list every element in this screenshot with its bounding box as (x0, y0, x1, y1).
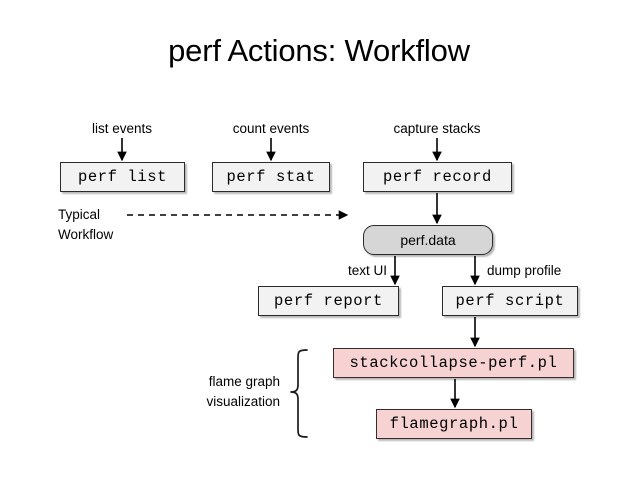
label-list-events: list events (91, 121, 153, 136)
node-perf-data[interactable]: perf.data (363, 225, 493, 255)
page-title: perf Actions: Workflow (168, 33, 470, 68)
node-stackcollapse-perf-pl[interactable]: stackcollapse-perf.pl (333, 348, 574, 378)
node-perf-report[interactable]: perf report (258, 286, 399, 316)
label-dump-profile: dump profile (487, 263, 562, 278)
label-flame-graph-line1: flame graph (208, 374, 280, 389)
label-flame-graph-line2: visualization (206, 394, 280, 409)
label-typical-workflow-line2: Workflow (58, 227, 114, 242)
label-capture-stacks: capture stacks (393, 121, 481, 136)
label-text-ui: text UI (347, 263, 387, 278)
node-perf-stat[interactable]: perf stat (212, 162, 330, 192)
node-perf-record[interactable]: perf record (363, 162, 512, 192)
flame-graph-brace (290, 349, 308, 438)
label-typical-workflow-line1: Typical (58, 207, 101, 222)
label-count-events: count events (232, 121, 310, 136)
node-perf-list[interactable]: perf list (60, 162, 185, 192)
node-perf-script[interactable]: perf script (442, 286, 578, 316)
node-flamegraph-pl[interactable]: flamegraph.pl (376, 409, 532, 439)
